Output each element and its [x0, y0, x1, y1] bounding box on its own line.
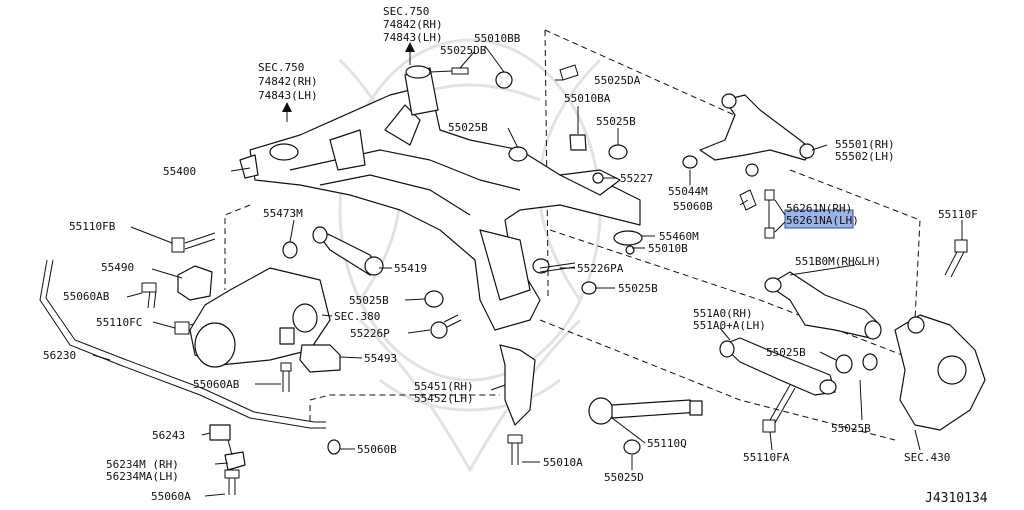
upper-arm-55501: [699, 93, 815, 177]
label-55044M[interactable]: 55044M: [668, 185, 708, 198]
label-55025B-b[interactable]: 55025B: [596, 115, 636, 128]
label-551B0M[interactable]: 551B0M(RH&LH): [795, 255, 881, 268]
label-55227[interactable]: 55227: [620, 172, 653, 185]
label-55110F[interactable]: 55110F: [938, 208, 978, 221]
diagram-id: J4310134: [925, 491, 988, 506]
dashed-boundaries: [224, 29, 921, 441]
label-55110FC[interactable]: 55110FC: [96, 316, 142, 329]
label-55473M[interactable]: 55473M: [263, 207, 303, 220]
label-55010BA[interactable]: 55010BA: [564, 92, 611, 105]
label-55060AB-b[interactable]: 55060AB: [193, 378, 240, 391]
label-55110FB[interactable]: 55110FB: [69, 220, 116, 233]
label-55010BB[interactable]: 55010BB: [474, 32, 521, 45]
fasteners: [282, 64, 878, 455]
label-55110FA[interactable]: 55110FA: [743, 451, 790, 464]
label-55451[interactable]: 55451(RH)55452(LH): [414, 380, 474, 405]
label-55025B-a[interactable]: 55025B: [448, 121, 488, 134]
label-55110Q[interactable]: 55110Q: [647, 437, 687, 450]
label-55490[interactable]: 55490: [101, 261, 134, 274]
label-55460M[interactable]: 55460M: [659, 230, 699, 243]
label-55025D[interactable]: 55025D: [604, 471, 644, 484]
label-55226P[interactable]: 55226P: [350, 327, 390, 340]
label-55010B[interactable]: 55010B: [648, 242, 688, 255]
highlight-marker: [784, 209, 854, 229]
stabilizer-bar-56230: [39, 259, 326, 471]
label-55010A[interactable]: 55010A: [543, 456, 583, 469]
link-55110Q: [588, 397, 703, 425]
diff-mounts: [177, 226, 384, 301]
knuckle-sec430: [894, 314, 986, 431]
differential-sec380: [189, 267, 341, 373]
label-55060A[interactable]: 55060A: [151, 490, 191, 503]
label-56230[interactable]: 56230: [43, 349, 76, 362]
label-56261N[interactable]: 56261N(RH)56261NA(LH): [786, 202, 859, 227]
label-55226PA[interactable]: 55226PA: [577, 262, 624, 275]
label-55025DB[interactable]: 55025DB: [440, 44, 487, 57]
label-56234M[interactable]: 56234M (RH)56234MA(LH): [106, 458, 179, 483]
label-55025B-d[interactable]: 55025B: [618, 282, 658, 295]
label-55501[interactable]: 55501(RH)55502(LH): [835, 138, 895, 163]
bracket-55451: [499, 344, 536, 426]
lower-arm-551B0M: [764, 271, 882, 340]
label-sec430[interactable]: SEC.430: [904, 451, 950, 464]
leader-lines: [92, 45, 963, 497]
label-55060B[interactable]: 55060B: [673, 200, 713, 213]
label-55060B-b[interactable]: 55060B: [357, 443, 397, 456]
label-55025B-c[interactable]: 55025B: [349, 294, 389, 307]
lower-arm-551A0: [719, 337, 837, 396]
label-sec380[interactable]: SEC.380: [334, 310, 380, 323]
label-55419[interactable]: 55419: [394, 262, 427, 275]
section-arrows: [282, 42, 415, 122]
label-55493[interactable]: 55493: [364, 352, 397, 365]
label-56243[interactable]: 56243: [152, 429, 185, 442]
label-55025B-e[interactable]: 55025B: [766, 346, 806, 359]
subframe-55400: [239, 65, 641, 331]
label-55400[interactable]: 55400: [163, 165, 196, 178]
label-55025B-f[interactable]: 55025B: [831, 422, 871, 435]
stabilizer-link-56261N: [764, 189, 854, 239]
label-55025DA[interactable]: 55025DA: [594, 74, 641, 87]
label-551A0[interactable]: 551A0(RH)551A0+A(LH): [693, 307, 766, 332]
label-55060AB-a[interactable]: 55060AB: [63, 290, 110, 303]
